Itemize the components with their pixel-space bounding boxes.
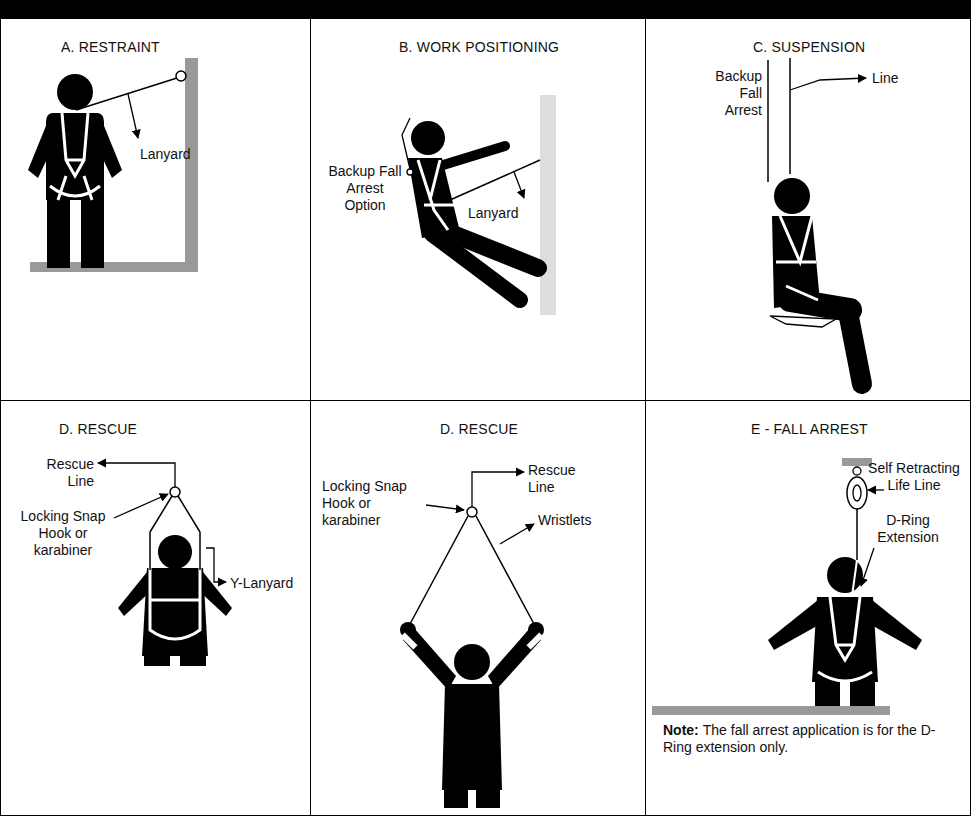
callout-label: Line	[872, 70, 922, 87]
panel-heading: E - FALL ARREST	[751, 421, 868, 437]
panel-heading: B. WORK POSITIONING	[399, 39, 559, 55]
top-bar	[0, 0, 971, 18]
callout-label: Locking Snap Hook or karabiner	[322, 478, 422, 529]
callout-label: Self Retracting Life Line	[862, 460, 966, 494]
callout-label: Backup Fall Arrest Option	[326, 163, 404, 214]
rescue-wristlets-figure	[400, 472, 544, 808]
fall-arrest-figure	[652, 458, 922, 715]
callout-label: Rescue Line	[30, 456, 94, 490]
rescue-y-lanyard-figure	[98, 463, 232, 666]
callout-label: Wristlets	[538, 512, 618, 529]
panel-heading: A. RESTRAINT	[61, 39, 160, 55]
application-panel: C. SUSPENSION	[645, 18, 971, 401]
note-heading: Note:	[663, 722, 699, 738]
callout-label: Lanyard	[468, 205, 528, 222]
application-panel: D. RESCUE	[310, 400, 646, 816]
panel-heading: D. RESCUE	[59, 421, 137, 437]
application-panel: A. RESTRAINT	[0, 18, 311, 401]
callout-label: Locking Snap Hook or karabiner	[14, 508, 112, 559]
panel-heading: D. RESCUE	[440, 421, 518, 437]
suspension-figure	[768, 58, 866, 384]
panel-heading: C. SUSPENSION	[753, 39, 865, 55]
restraint-figure	[28, 58, 198, 272]
callout-label: D-Ring Extension	[866, 512, 950, 546]
work-positioning-figure	[402, 95, 556, 315]
callout-label: Backup Fall Arrest	[706, 68, 762, 119]
note-block: Note:The fall arrest application is for …	[663, 722, 948, 756]
callout-label: Rescue Line	[528, 462, 588, 496]
callout-label: Lanyard	[140, 146, 210, 163]
callout-label: Y-Lanyard	[230, 575, 306, 592]
note-text: The fall arrest application is for the D…	[663, 722, 935, 755]
